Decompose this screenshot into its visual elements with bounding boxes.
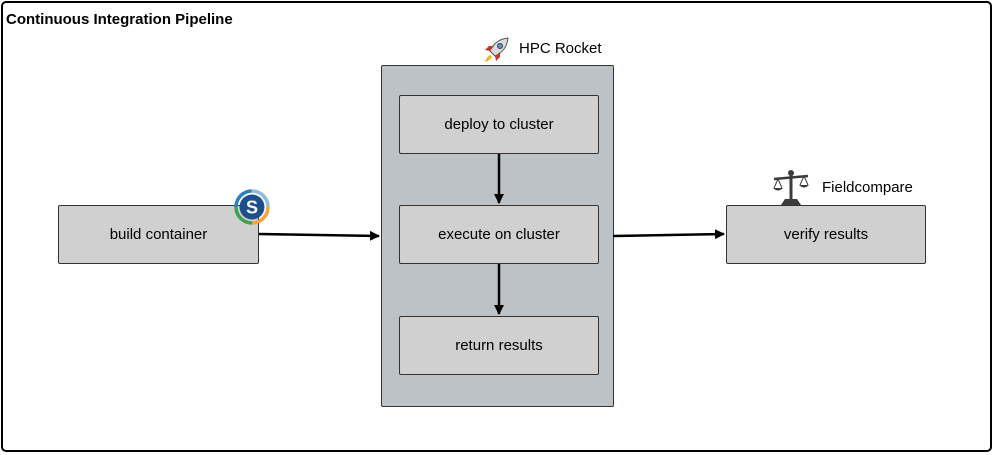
svg-text:S: S [246, 198, 258, 218]
singularity-s-icon: S [234, 189, 270, 225]
balance-scale-icon [773, 170, 809, 205]
verify-label: verify results [783, 226, 869, 243]
return-label: return results [455, 337, 543, 354]
arrow-build-to-execute [258, 230, 380, 241]
deploy-label: deploy to cluster [444, 116, 554, 133]
arrow-execute-to-verify [612, 229, 725, 240]
return-node: return results [399, 316, 599, 375]
diagram-title: Continuous Integration Pipeline [6, 11, 233, 28]
hpc-rocket-label: HPC Rocket [519, 40, 602, 57]
rocket-icon [485, 37, 509, 62]
execute-label: execute on cluster [438, 226, 560, 243]
fieldcompare-label: Fieldcompare [822, 179, 913, 196]
execute-node: execute on cluster [399, 205, 599, 264]
build-container-label: build container [109, 226, 208, 243]
deploy-node: deploy to cluster [399, 95, 599, 154]
verify-node: verify results [726, 205, 926, 264]
build-container-node: build container [58, 205, 259, 264]
